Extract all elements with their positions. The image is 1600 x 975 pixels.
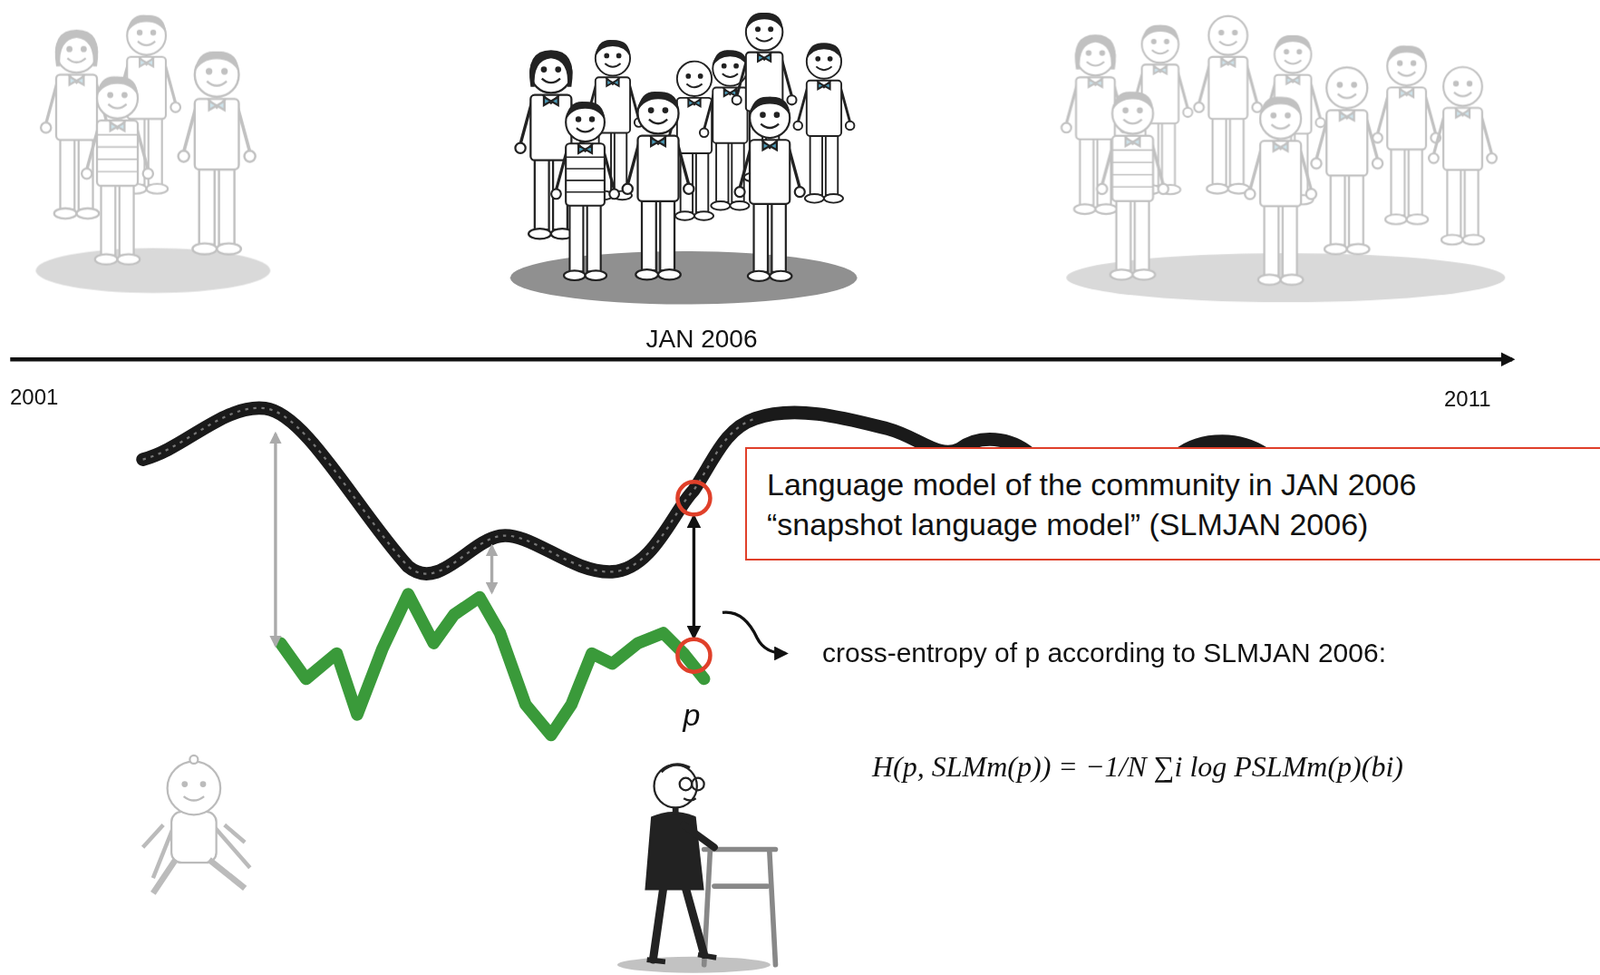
date-label: JAN 2006: [646, 323, 758, 355]
past-community: [35, 14, 271, 293]
box-heading: Language model of the community in JAN 2…: [766, 465, 1581, 505]
year-label: 2011: [1444, 386, 1492, 413]
formula: H(p, SLMm(p)) = −1/N ∑i log PSLMm(p)(bi): [872, 748, 1404, 784]
distance-arrow: [273, 433, 277, 645]
community-jan-2006: [510, 12, 858, 305]
annotation-text: cross-entropy of p according to SLMJAN 2…: [822, 636, 1387, 670]
year-label: 2001: [9, 384, 59, 411]
distance-arrow: [490, 545, 494, 592]
highlight-circle: [677, 481, 710, 514]
person-curve: [281, 593, 705, 735]
point-label: p: [683, 696, 701, 734]
highlight-circle: [677, 639, 710, 672]
elderly-figure: [617, 764, 776, 973]
box-body: “snapshot language model” (SLMJAN 2006): [766, 504, 1581, 545]
definition-box: Language model of the community in JAN 2…: [745, 446, 1600, 561]
leader-arrow: [722, 611, 786, 653]
curve-texture: [143, 407, 756, 574]
cross-entropy-arrow: [692, 516, 696, 638]
timeline-arrow: [9, 357, 1513, 362]
baby-figure: [143, 755, 251, 893]
future-community: [1061, 16, 1505, 303]
